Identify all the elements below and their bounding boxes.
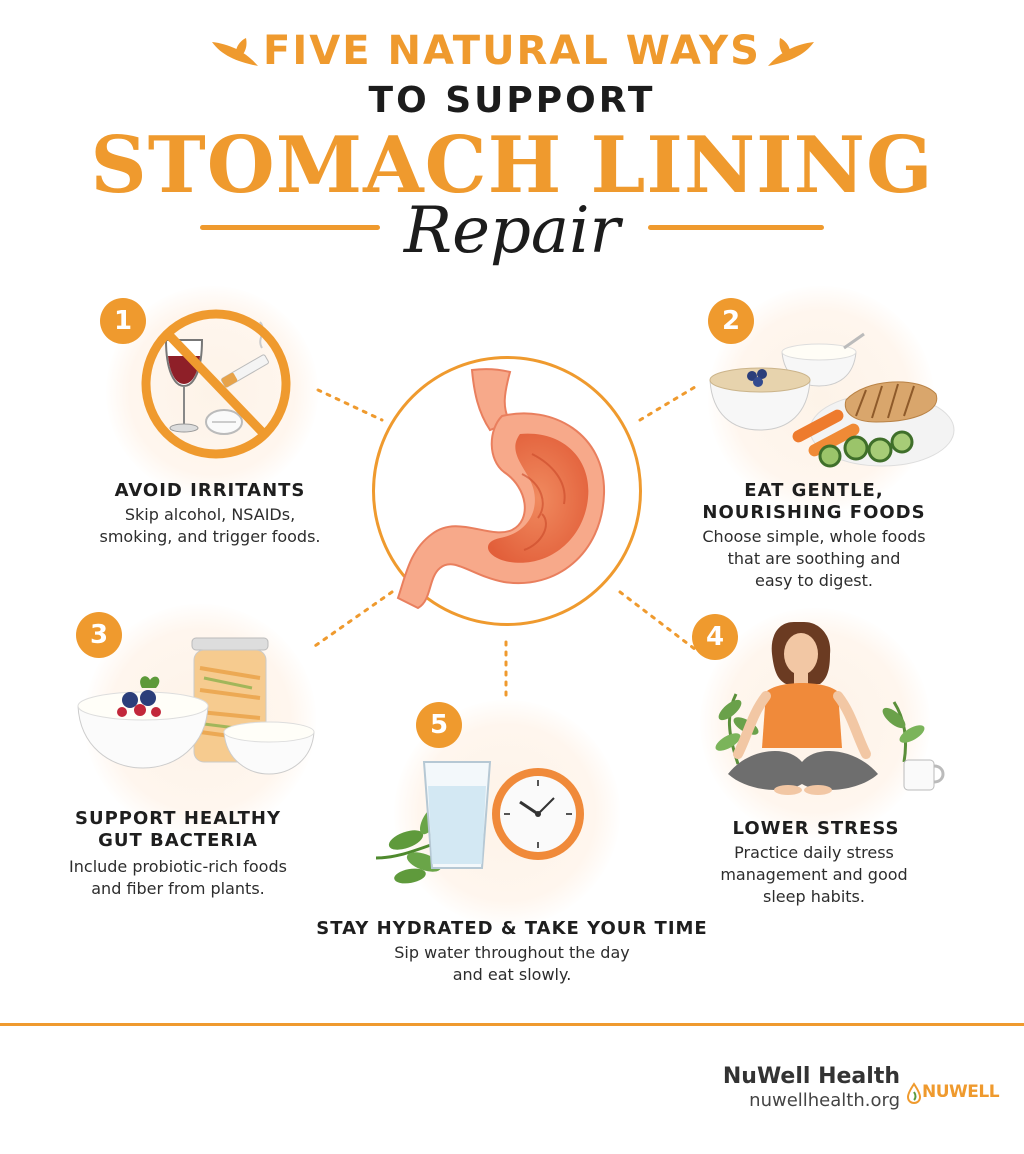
- step-number-2: 2: [708, 298, 754, 344]
- section-1-desc-line-2: smoking, and trigger foods.: [99, 527, 321, 546]
- section-3-desc-line-1: Include probiotic-rich foods: [69, 857, 287, 876]
- no-irritants-icon: [141, 309, 291, 459]
- step-number-1: 1: [100, 298, 146, 344]
- section-3-desc-line-2: and fiber from plants.: [91, 879, 265, 898]
- section-4-desc-line-2: management and good: [720, 865, 908, 884]
- section-4-heading: LOWER STRESS: [732, 818, 900, 839]
- meditation-icon: [715, 622, 945, 795]
- page-title: STOMACH LINING: [90, 120, 934, 211]
- water-clock-icon: [375, 761, 584, 884]
- footer-logo-text: NUWELL: [922, 1082, 1000, 1102]
- nuwell-logo-icon: [906, 1082, 922, 1104]
- probiotic-foods-icon: [77, 637, 315, 775]
- section-2-heading-line-2: NOURISHING FOODS: [702, 502, 926, 523]
- section-2-desc-line-1: Choose simple, whole foods: [702, 527, 926, 546]
- section-4-desc-line-3: sleep habits.: [763, 887, 865, 906]
- section-2-heading-line-1: EAT GENTLE,: [744, 480, 884, 501]
- section-5-desc-line-2: and eat slowly.: [452, 965, 572, 984]
- section-2-desc-line-3: easy to digest.: [755, 571, 873, 590]
- section-3-heading-line-2: GUT BACTERIA: [98, 830, 258, 851]
- section-1-desc-line-1: Skip alcohol, NSAIDs,: [124, 505, 296, 524]
- gentle-foods-icon: [709, 332, 955, 468]
- step-number-3: 3: [76, 612, 122, 658]
- leaf-icon: [768, 38, 814, 66]
- divider-swash: [200, 225, 380, 230]
- section-3-heading-line-1: SUPPORT HEALTHY: [74, 808, 282, 829]
- section-1-heading: AVOID IRRITANTS: [114, 480, 306, 501]
- section-4-desc-line-1: Practice daily stress: [734, 843, 894, 862]
- section-5-desc-line-1: Sip water throughout the day: [394, 943, 630, 962]
- leaf-icon: [212, 38, 258, 66]
- kicker-title: FIVE NATURAL WAYS: [263, 28, 761, 74]
- subtitle: TO SUPPORT: [368, 80, 656, 121]
- footer-brand: NuWell Health: [722, 1064, 900, 1089]
- step-number-5: 5: [416, 702, 462, 748]
- divider-swash: [648, 225, 824, 230]
- stomach-illustration: [396, 368, 606, 610]
- script-word: Repair: [403, 194, 621, 268]
- footer-url[interactable]: nuwellhealth.org: [749, 1090, 900, 1111]
- section-5-heading: STAY HYDRATED & TAKE YOUR TIME: [316, 918, 708, 939]
- step-number-4: 4: [692, 614, 738, 660]
- section-2-desc-line-2: that are soothing and: [727, 549, 901, 568]
- footer-divider: [0, 1023, 1024, 1026]
